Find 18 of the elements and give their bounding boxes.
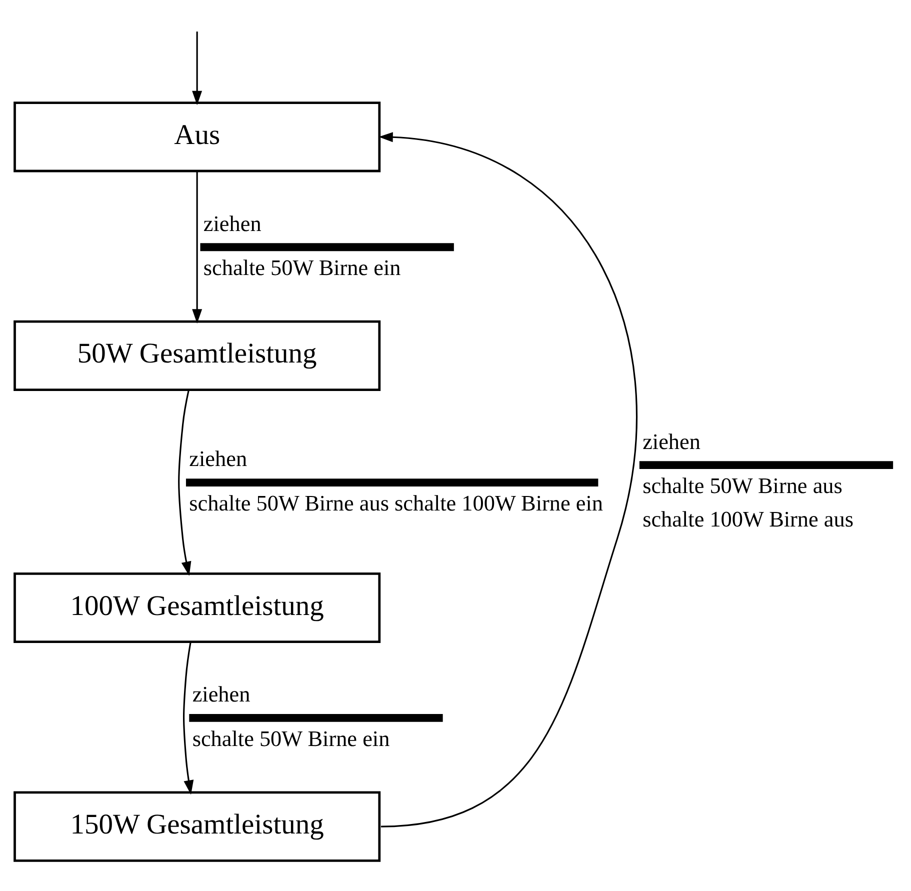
- label: schalte 50W Birne aus schalte 100W Birne ein: [189, 490, 604, 516]
- edge-label: ziehen: [203, 210, 262, 236]
- edge-label: ziehen: [189, 446, 248, 472]
- arrow: [178, 390, 192, 576]
- label: schalte 100W Birne aus: [642, 506, 854, 532]
- edge-label: ziehen: [642, 428, 700, 454]
- arrow: [182, 642, 194, 795]
- label: schalte 50W Birne ein: [203, 255, 401, 280]
- label: schalte 50W Birne aus: [642, 473, 842, 498]
- node-box: Aus: [14, 102, 381, 172]
- node-box: 100W Gesamtleistung: [14, 572, 381, 644]
- arrow: [192, 32, 202, 106]
- node-box: 50W Gesamtleistung: [14, 320, 381, 391]
- edge-label: ziehen: [192, 682, 250, 707]
- label: schalte 50W Birne ein: [192, 726, 390, 752]
- node-box: 150W Gesamtleistung: [14, 791, 381, 862]
- arrow: [192, 171, 202, 324]
- arrow: [378, 132, 637, 828]
